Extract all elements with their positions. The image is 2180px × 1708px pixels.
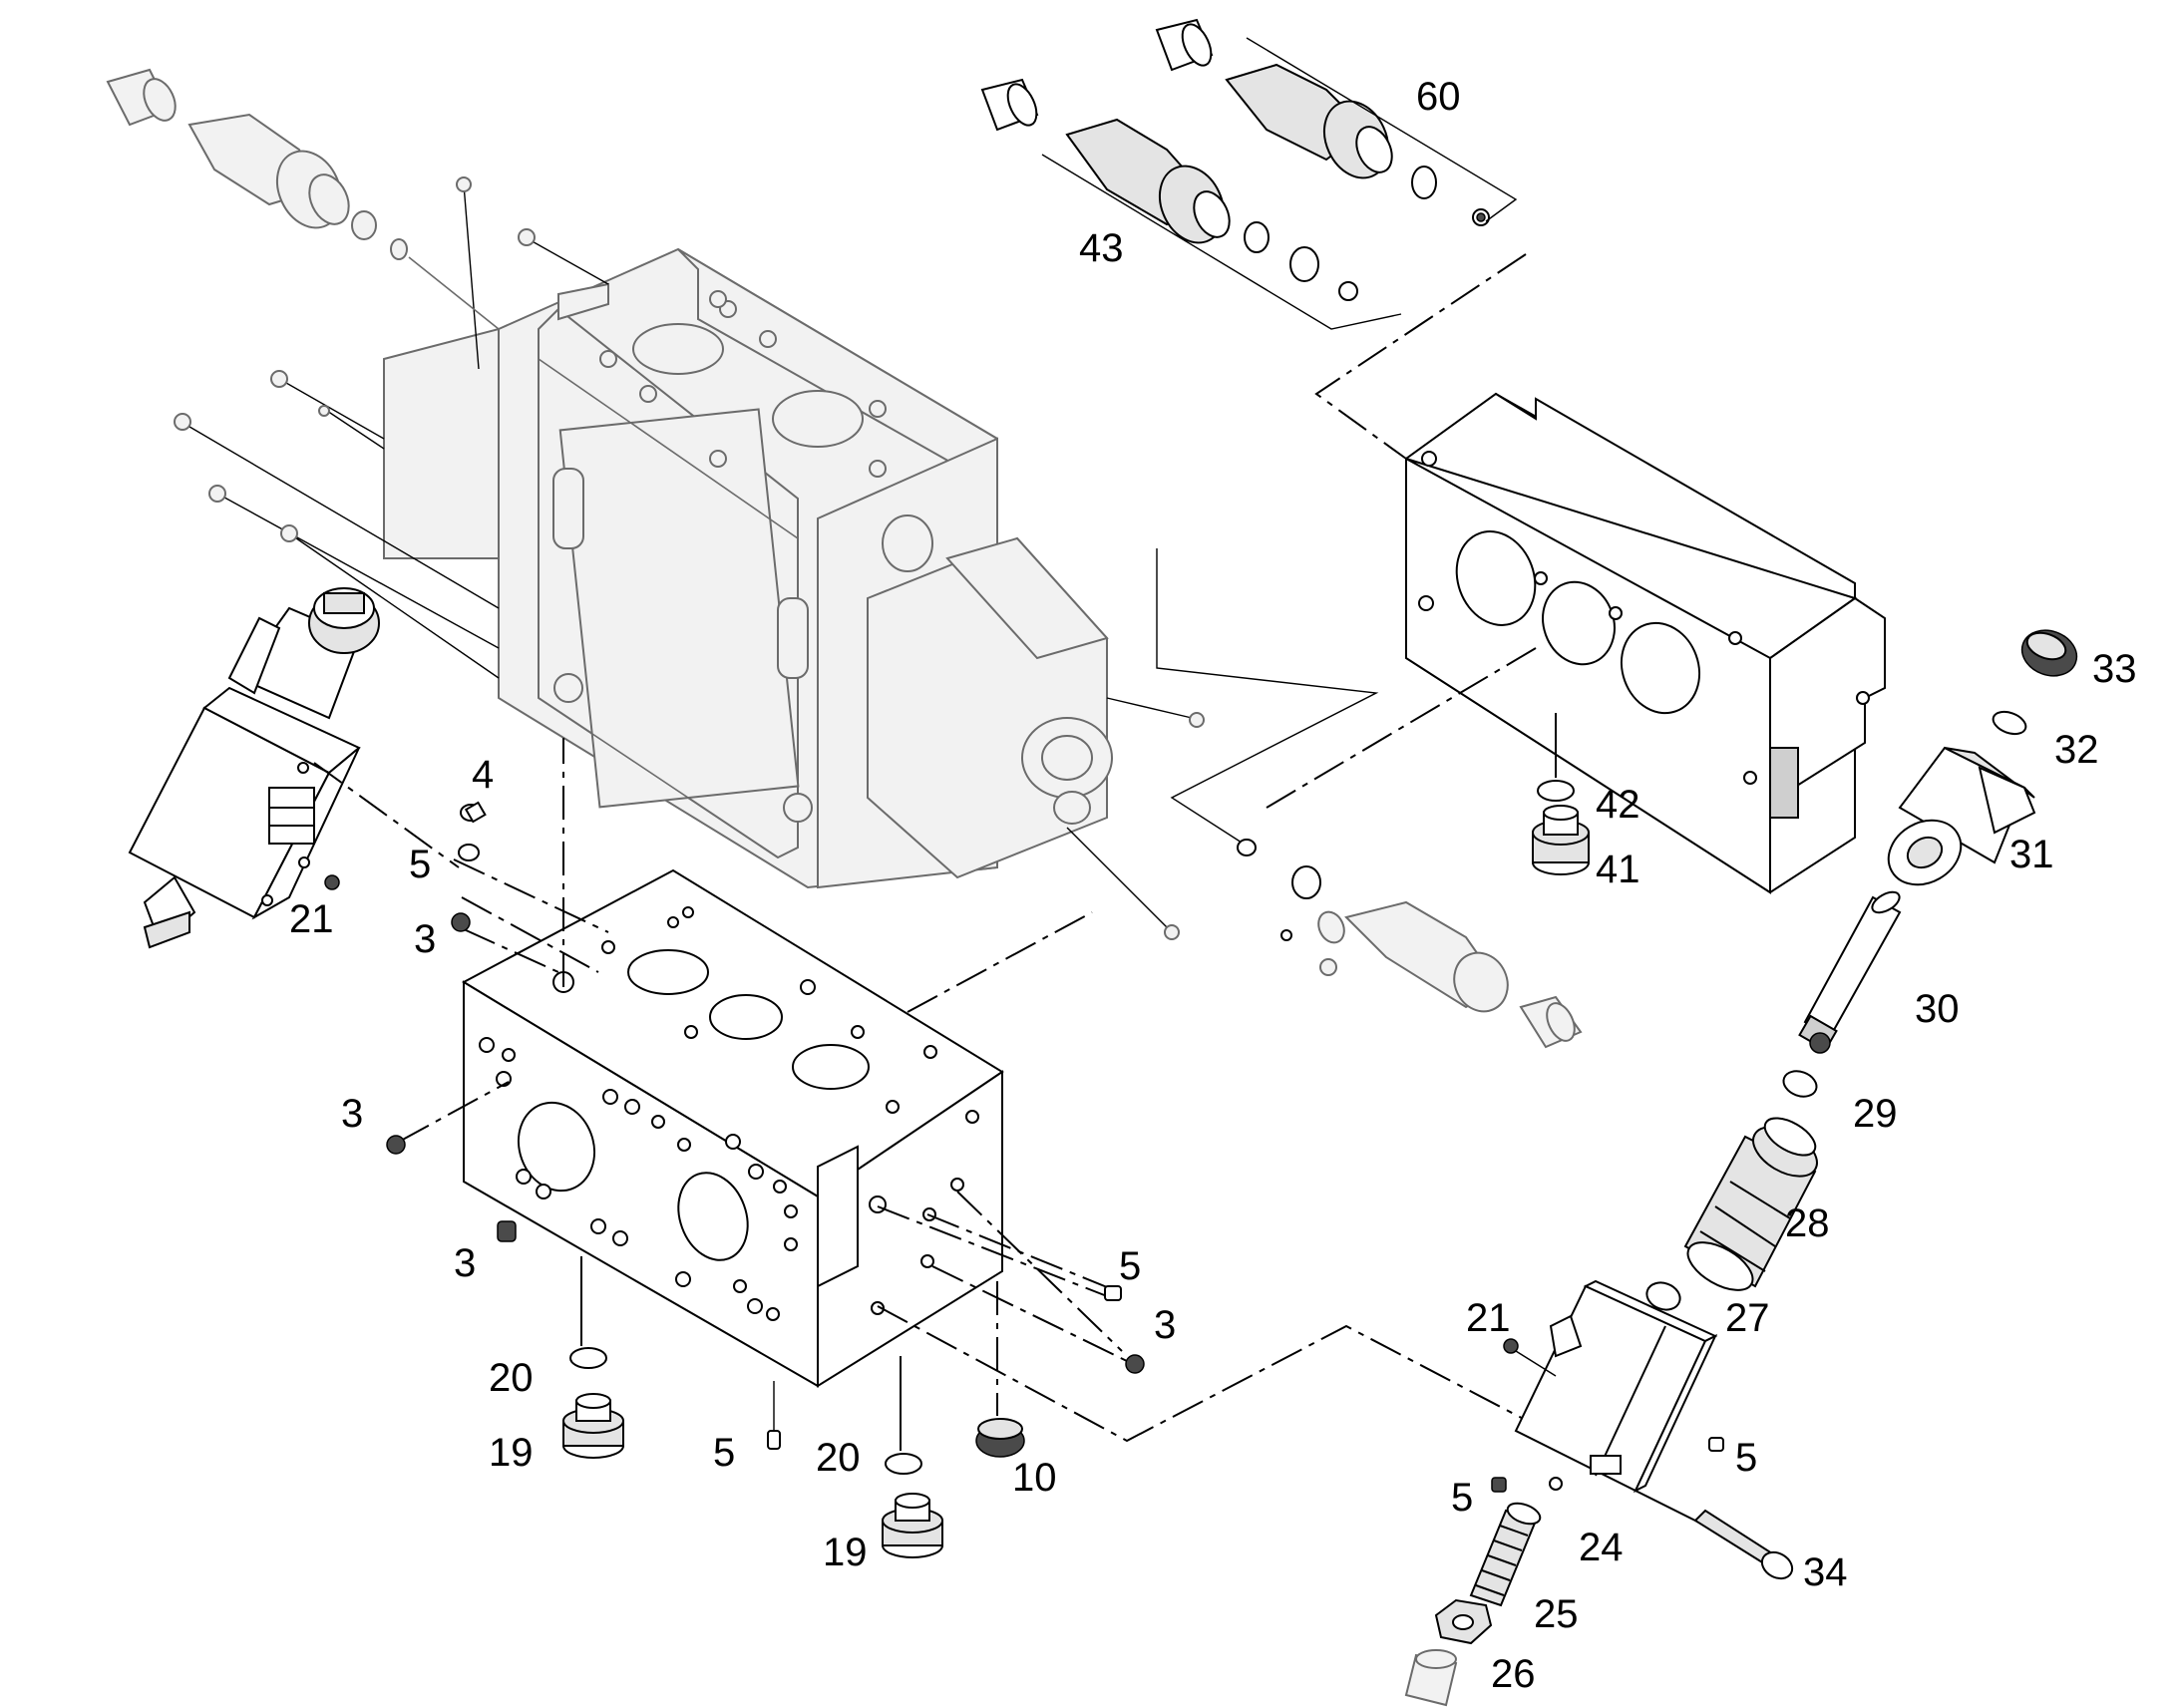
callout-4: 4: [472, 753, 494, 797]
o-ring-42: [1537, 780, 1575, 802]
cartridge-28: [1683, 1117, 1818, 1291]
callout-3-d: 3: [1154, 1303, 1176, 1347]
o-ring-20-a: [569, 1256, 607, 1369]
callout-28: 28: [1785, 1201, 1830, 1245]
screw-3-b: [386, 1135, 406, 1155]
plug-19-a: [562, 1393, 624, 1459]
o-ring-27: [1645, 1281, 1681, 1311]
cartridge-valve-60: [1155, 18, 1518, 226]
callout-26: 26: [1491, 1652, 1536, 1696]
callout-5-b: 5: [1119, 1244, 1141, 1288]
screw-5-c: [767, 1430, 781, 1450]
screw-21-b: [1503, 1338, 1557, 1377]
bolt-34: [1693, 1509, 1794, 1580]
connector-cap-33: [2020, 629, 2078, 677]
end-cover-block: [1266, 392, 1886, 894]
callout-labels: 60 43 33 32 31 30 29 28 27 42 41 4 5 3 2…: [289, 75, 2137, 1696]
screw-3-c: [497, 1220, 517, 1242]
solenoid-valve: [128, 587, 460, 949]
callout-19-b: 19: [823, 1531, 868, 1574]
cartridge-valve-43: [980, 78, 1527, 460]
o-ring-20-b: [885, 1356, 922, 1475]
callout-3-c: 3: [454, 1241, 476, 1285]
plug-10: [975, 1281, 1025, 1458]
callout-60: 60: [1416, 75, 1461, 119]
callout-19-a: 19: [489, 1431, 534, 1475]
screw-5-d: [1708, 1437, 1724, 1452]
o-ring-29: [1782, 1070, 1818, 1098]
screw-5-a: [458, 844, 480, 861]
lock-nut-26: [1434, 1598, 1493, 1645]
callout-31: 31: [2009, 833, 2054, 876]
callout-24: 24: [1579, 1526, 1624, 1569]
valve-housing-24: [1514, 1279, 1726, 1537]
callout-5-e: 5: [1451, 1476, 1473, 1520]
coil-nut-31: [1887, 746, 2036, 886]
callout-29: 29: [1853, 1092, 1898, 1136]
main-manifold-block: [398, 738, 1557, 1443]
callout-34: 34: [1803, 1550, 1848, 1594]
screw-3-a: [451, 912, 471, 932]
callout-33: 33: [2092, 647, 2137, 691]
callout-20-b: 20: [816, 1436, 861, 1480]
callout-10: 10: [1012, 1456, 1057, 1500]
callout-21-a: 21: [289, 897, 334, 941]
screw-4: [460, 801, 487, 824]
callout-42: 42: [1596, 783, 1640, 827]
o-ring-32: [1992, 710, 2027, 736]
callout-30: 30: [1915, 987, 1960, 1031]
callout-5-d: 5: [1735, 1436, 1757, 1480]
callout-21-b: 21: [1466, 1296, 1511, 1340]
tie-rod-screws: [174, 176, 1205, 940]
plug-19-b: [882, 1493, 943, 1558]
o-rings-right-of-body: [1237, 839, 1321, 941]
callout-5-c: 5: [713, 1431, 735, 1475]
valve-section-body: [383, 247, 1113, 889]
screw-3-d: [1125, 1354, 1145, 1374]
upper-left-cartridge: [106, 68, 500, 330]
plug-41: [1532, 805, 1590, 875]
lower-right-cartridge: [1317, 900, 1583, 1049]
cap-26-lower: [1404, 1649, 1458, 1707]
callout-27: 27: [1725, 1296, 1770, 1340]
lower-block-screws: [1491, 1338, 1724, 1493]
callout-32: 32: [2054, 728, 2099, 772]
spring-25: [1469, 1502, 1542, 1607]
callout-3-a: 3: [414, 917, 436, 961]
screw-5-e: [1491, 1477, 1507, 1493]
tube-30: [1798, 890, 1902, 1054]
callout-41: 41: [1596, 848, 1640, 891]
callout-20-a: 20: [489, 1356, 534, 1400]
callout-43: 43: [1079, 226, 1124, 270]
callout-3-b: 3: [341, 1092, 363, 1136]
manifold-screws: [386, 801, 1145, 1450]
callout-5-a: 5: [409, 843, 431, 886]
callout-25: 25: [1534, 1592, 1579, 1636]
screw-5-b: [1104, 1285, 1122, 1301]
